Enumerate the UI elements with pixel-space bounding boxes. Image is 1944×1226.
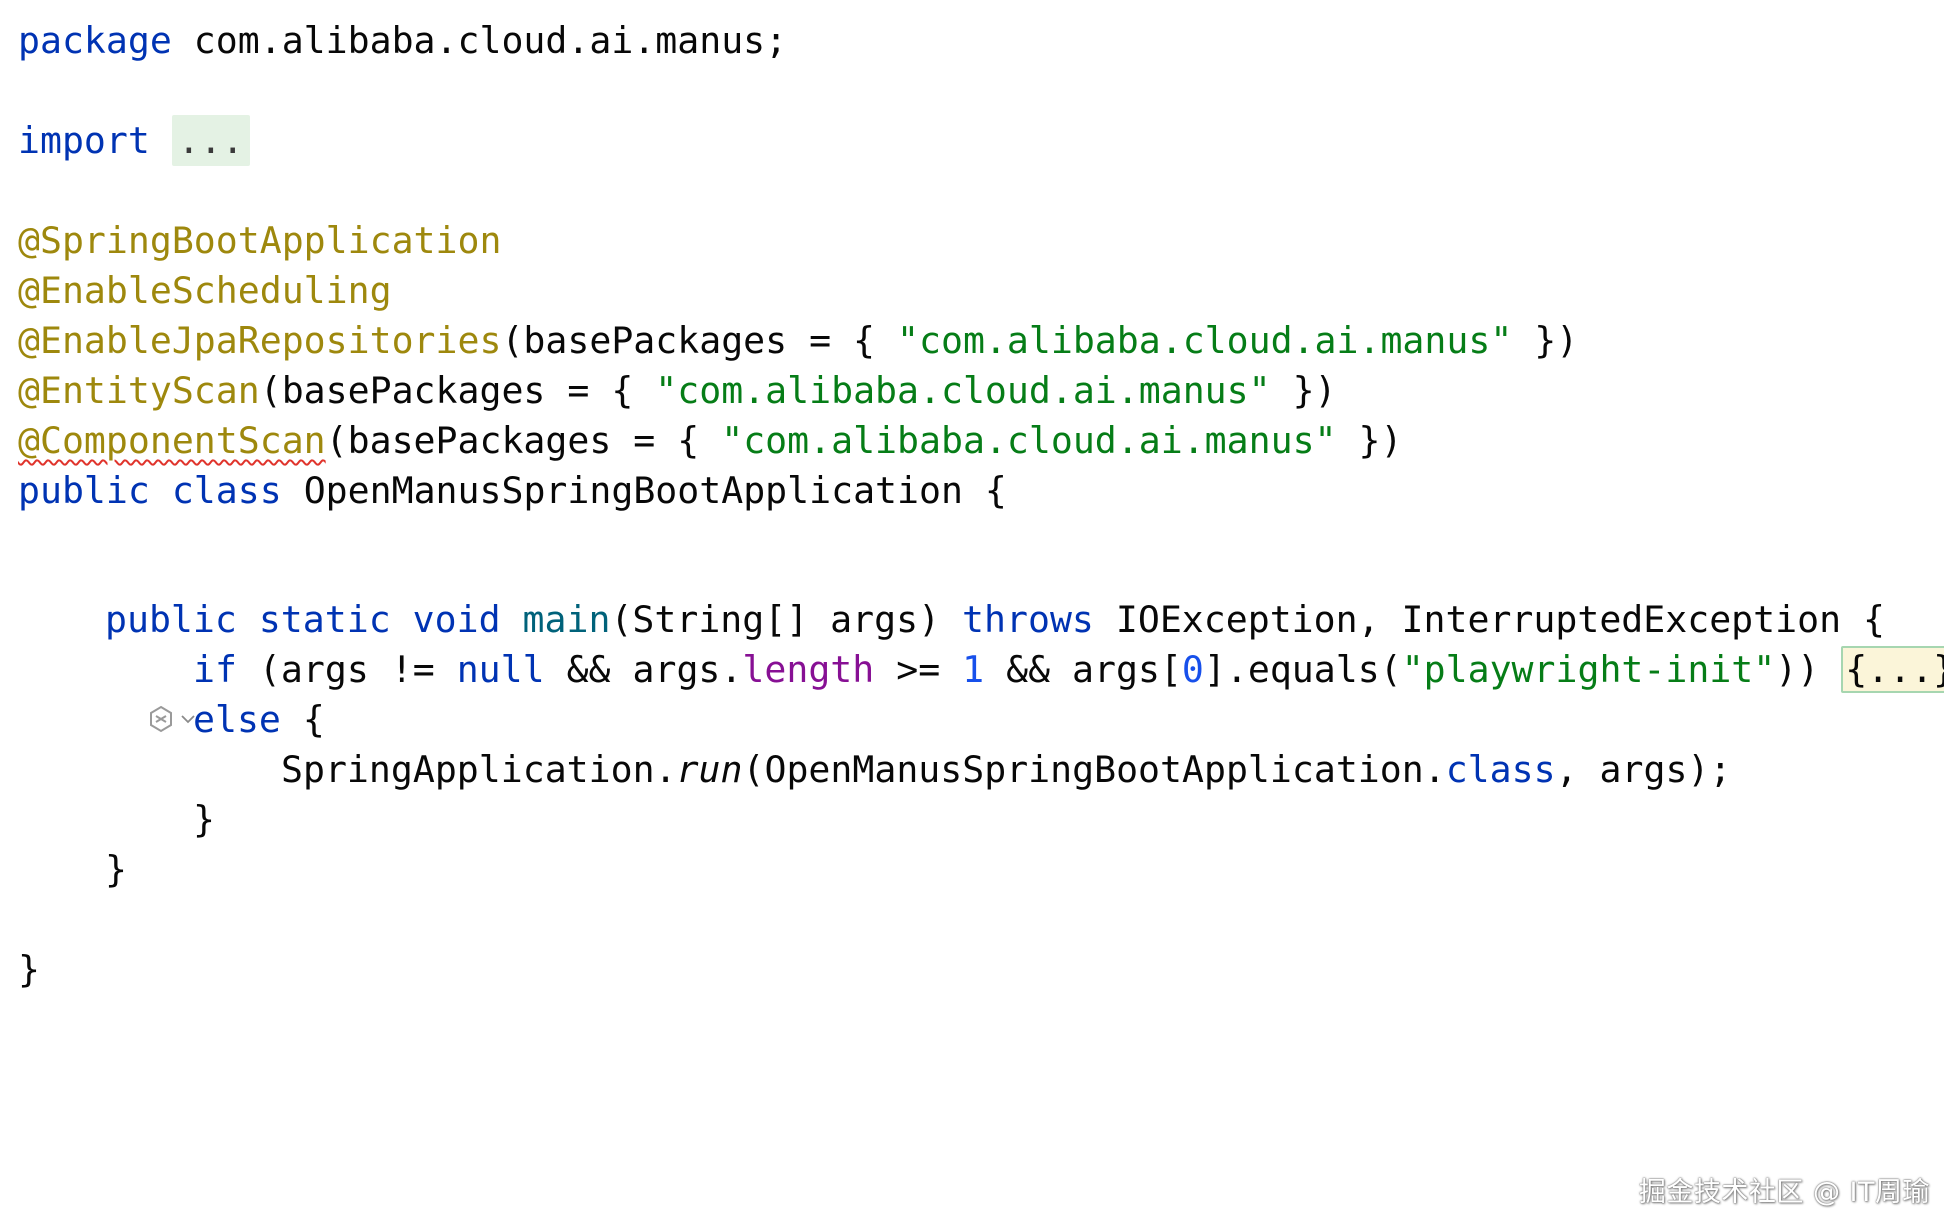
brace-close-main: } bbox=[105, 848, 127, 891]
main-params: (String[] args) bbox=[610, 598, 963, 641]
number-one: 1 bbox=[962, 648, 985, 691]
keyword-public: public bbox=[105, 598, 237, 641]
chevron-down-icon[interactable] bbox=[180, 713, 196, 725]
keyword-import: import bbox=[18, 119, 150, 162]
method-run: run bbox=[676, 748, 743, 791]
code-line-jpa-annotation[interactable]: @EnableJpaRepositories(basePackages = { … bbox=[18, 310, 1578, 372]
code-line-close-class[interactable]: } bbox=[18, 939, 40, 1001]
if-open: (args != bbox=[236, 648, 457, 691]
code-line-import[interactable]: import ... bbox=[18, 110, 250, 172]
code-line-scheduling-annotation[interactable]: @EnableScheduling bbox=[18, 260, 392, 322]
annotation-component-error[interactable]: @ComponentScan bbox=[18, 419, 326, 462]
string-playwright-init: "playwright-init" bbox=[1401, 648, 1776, 691]
code-line-else[interactable]: else { bbox=[193, 689, 325, 751]
code-line-close-else[interactable]: } bbox=[193, 789, 215, 851]
if-and-2: && args[ bbox=[984, 648, 1182, 691]
keyword-else: else bbox=[193, 698, 281, 741]
keyword-if: if bbox=[193, 648, 237, 691]
keyword-static: static bbox=[236, 598, 391, 641]
component-package-string: "com.alibaba.cloud.ai.manus" bbox=[721, 419, 1337, 462]
if-close: )) bbox=[1775, 648, 1842, 691]
entity-args-open: (basePackages = { bbox=[259, 369, 656, 412]
code-line-springboot-annotation[interactable]: @SpringBootApplication bbox=[18, 210, 501, 272]
component-args-close: }) bbox=[1336, 419, 1403, 462]
ai-assistant-gutter[interactable] bbox=[146, 704, 196, 734]
annotation-springboot: @SpringBootApplication bbox=[18, 219, 502, 262]
if-ge: >= bbox=[874, 648, 963, 691]
keyword-public: public bbox=[18, 469, 150, 512]
else-brace: { bbox=[280, 698, 325, 741]
field-length: length bbox=[742, 648, 875, 691]
class-name: OpenManusSpringBootApplication { bbox=[281, 469, 1007, 512]
if-and-1: && args. bbox=[544, 648, 743, 691]
folded-imports[interactable]: ... bbox=[171, 115, 250, 166]
ai-assistant-icon[interactable] bbox=[146, 704, 176, 734]
keyword-null: null bbox=[456, 648, 545, 691]
keyword-class: class bbox=[149, 469, 282, 512]
keyword-throws: throws bbox=[962, 598, 1094, 641]
annotation-jpa: @EnableJpaRepositories bbox=[18, 319, 502, 362]
run-args-open: (OpenManusSpringBootApplication. bbox=[742, 748, 1446, 791]
jpa-args-open: (basePackages = { bbox=[501, 319, 898, 362]
code-line-if-statement[interactable]: if (args != null && args.length >= 1 && … bbox=[193, 639, 1944, 701]
entity-package-string: "com.alibaba.cloud.ai.manus" bbox=[655, 369, 1271, 412]
code-line-class-declaration[interactable]: public class OpenManusSpringBootApplicat… bbox=[18, 460, 1007, 522]
run-class: SpringApplication. bbox=[281, 748, 677, 791]
code-line-entity-annotation[interactable]: @EntityScan(basePackages = { "com.alibab… bbox=[18, 360, 1337, 422]
keyword-class: class bbox=[1445, 748, 1556, 791]
entity-args-close: }) bbox=[1270, 369, 1337, 412]
code-line-spring-run[interactable]: SpringApplication.run(OpenManusSpringBoo… bbox=[281, 739, 1731, 801]
annotation-entity: @EntityScan bbox=[18, 369, 260, 412]
watermark: 掘金技术社区 @ IT周瑜 bbox=[1638, 1177, 1930, 1208]
code-line-component-annotation[interactable]: @ComponentScan(basePackages = { "com.ali… bbox=[18, 410, 1402, 472]
jpa-package-string: "com.alibaba.cloud.ai.manus" bbox=[897, 319, 1513, 362]
brace-close-else: } bbox=[193, 798, 215, 841]
keyword-package: package bbox=[18, 19, 172, 62]
code-editor[interactable]: package com.alibaba.cloud.ai.manus; impo… bbox=[18, 0, 1944, 1226]
keyword-void: void bbox=[390, 598, 501, 641]
jpa-args-close: }) bbox=[1512, 319, 1579, 362]
run-args-close: , args); bbox=[1555, 748, 1732, 791]
folded-code-block[interactable]: {...} bbox=[1841, 646, 1944, 693]
if-equals: ].equals( bbox=[1203, 648, 1402, 691]
main-exceptions: IOException, InterruptedException { bbox=[1093, 598, 1886, 641]
method-name-main: main bbox=[500, 598, 611, 641]
annotation-scheduling: @EnableScheduling bbox=[18, 269, 392, 312]
code-line-close-main[interactable]: } bbox=[105, 839, 127, 901]
brace-close-class: } bbox=[18, 948, 40, 991]
package-name: com.alibaba.cloud.ai.manus; bbox=[171, 19, 788, 62]
component-args-open: (basePackages = { bbox=[325, 419, 722, 462]
code-line-package[interactable]: package com.alibaba.cloud.ai.manus; bbox=[18, 10, 787, 72]
number-zero: 0 bbox=[1181, 648, 1204, 691]
code-line-main-method[interactable]: public static void main(String[] args) t… bbox=[105, 589, 1885, 651]
